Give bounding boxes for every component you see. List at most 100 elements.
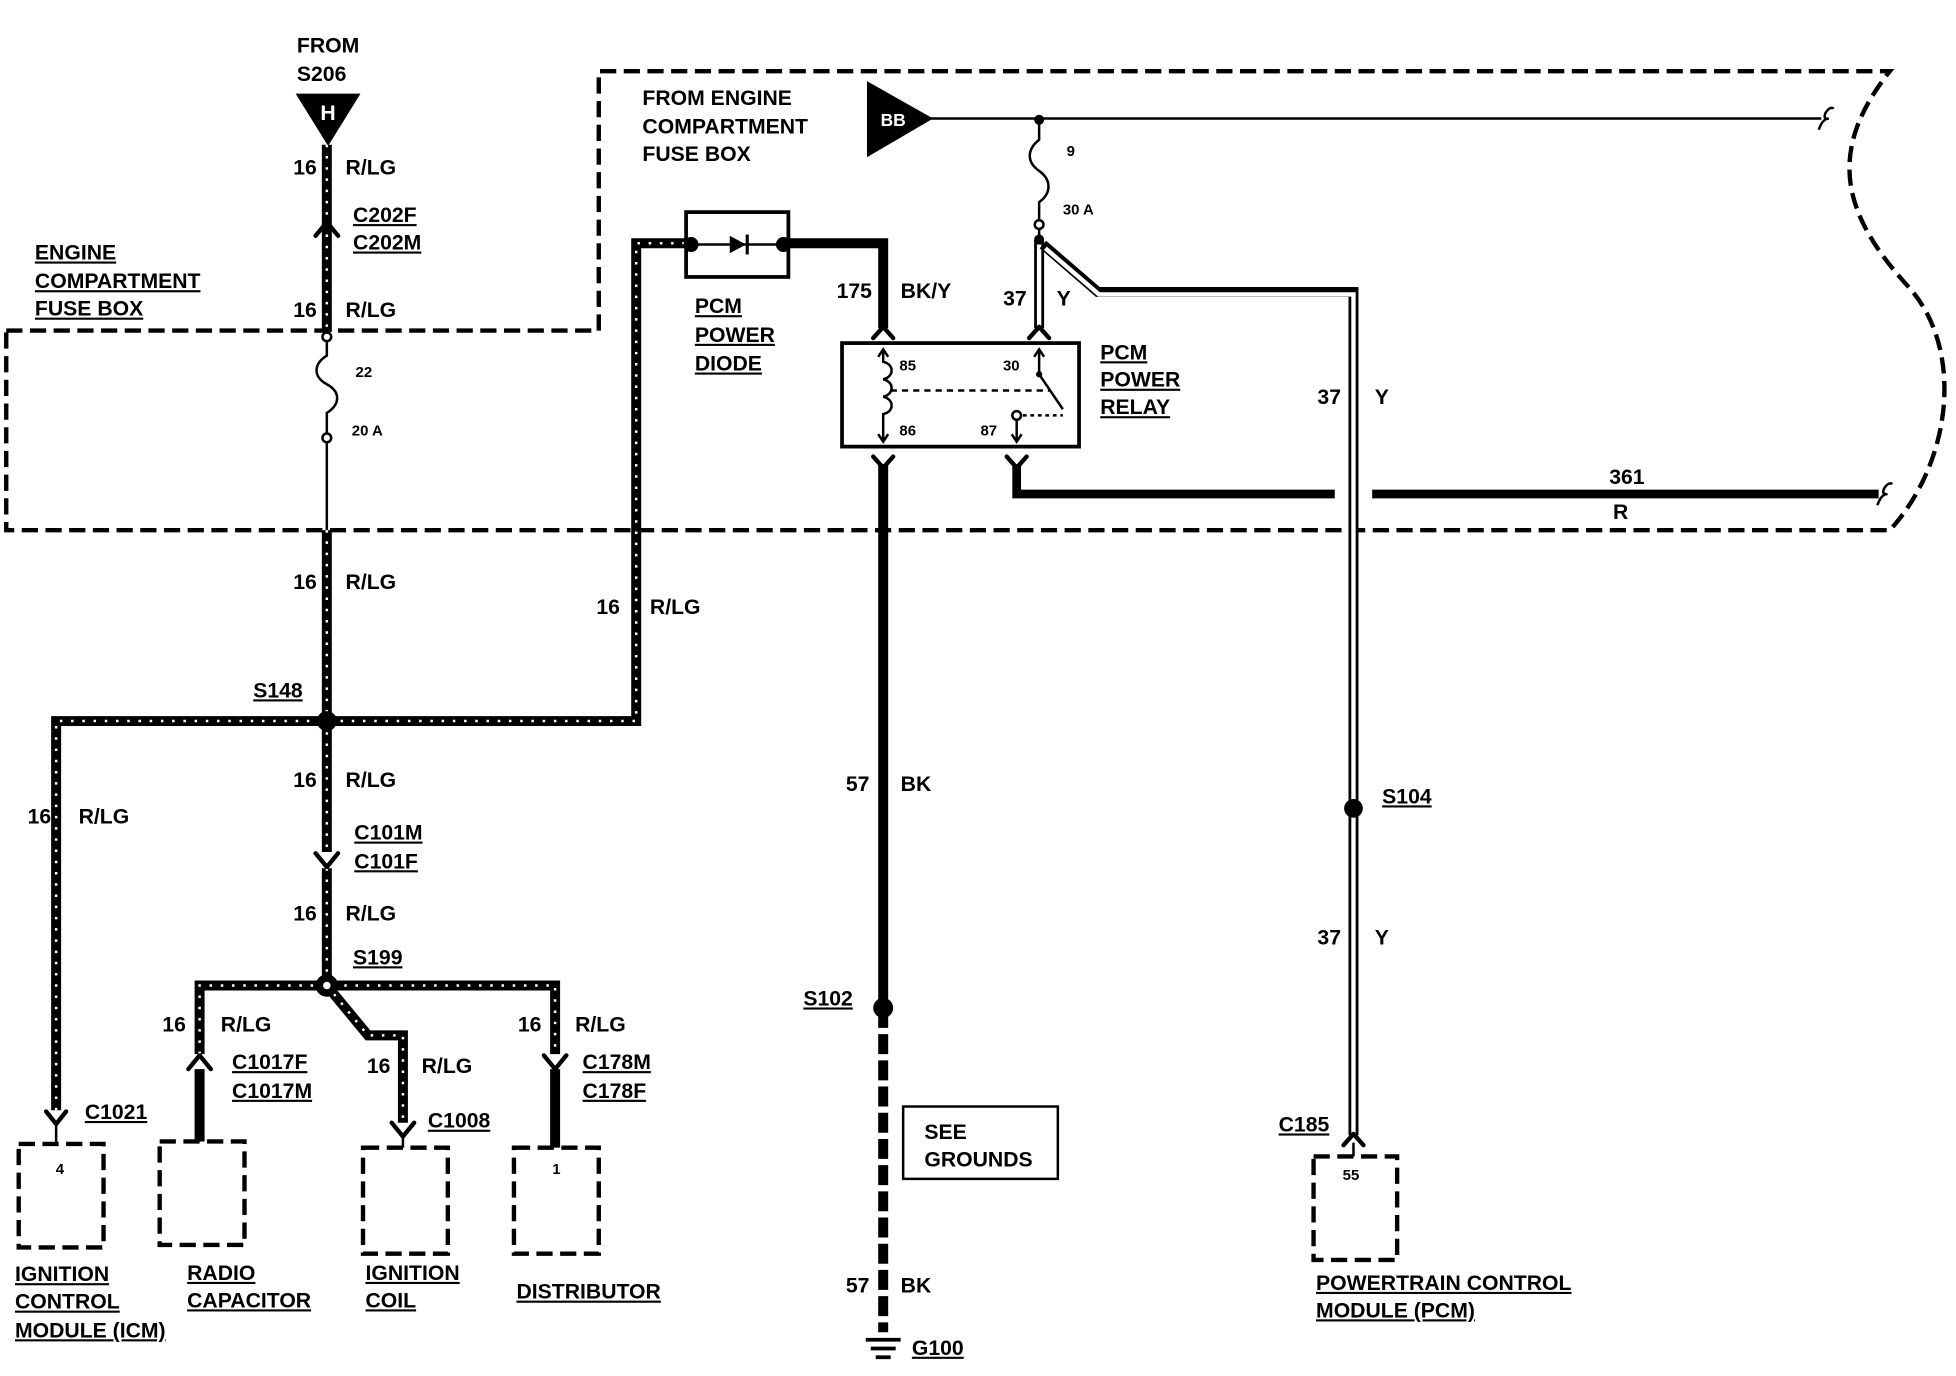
relay-housing — [840, 341, 1081, 449]
component-name-line: RADIO — [187, 1262, 255, 1285]
connector-c1017 — [186, 1053, 214, 1072]
diode-terminal — [683, 237, 699, 253]
wire-color-label: R/LG — [346, 769, 397, 792]
wire-circuit-label: 57 — [846, 1274, 870, 1297]
relay-pin-connector — [1004, 454, 1029, 471]
diode-label-line: POWER — [695, 324, 775, 347]
wire-color-label: R/LG — [221, 1014, 272, 1037]
wires-y — [1034, 239, 1359, 1157]
relay-label-line: POWER — [1100, 369, 1180, 392]
wire-circuit-label: 37 — [1317, 386, 1341, 409]
source-bb: FROM ENGINE COMPARTMENT FUSE BOX BB — [642, 81, 1835, 166]
wire-color-label: R/LG — [575, 1014, 626, 1037]
fuse-box-outline — [4, 68, 1947, 533]
wire-circuit-label: 16 — [518, 1014, 542, 1037]
relay-contact — [1011, 409, 1023, 422]
relay-pin-85: 85 — [899, 358, 916, 375]
connector-label: C202M — [353, 232, 421, 255]
source-h-splice: S206 — [297, 63, 347, 86]
component-name-line: POWERTRAIN CONTROL — [1316, 1272, 1571, 1295]
source-bb-label-line: FUSE BOX — [642, 143, 750, 166]
wire-break — [1876, 482, 1894, 506]
connector-label: C1017M — [232, 1080, 312, 1103]
source-h: FROM S206 H — [295, 34, 361, 146]
splice-dots — [315, 711, 1363, 1018]
fuse-box-label-line: ENGINE — [35, 242, 116, 265]
wire-color-label: R/LG — [346, 571, 397, 594]
source-bb-label-line: FROM ENGINE — [642, 87, 792, 110]
splice-label: S104 — [1382, 785, 1432, 808]
component-name-line: IGNITION — [15, 1263, 109, 1286]
component-radio-capacitor: RADIO CAPACITOR — [157, 1139, 311, 1312]
relay-label-line: RELAY — [1100, 396, 1170, 419]
relay-pin-86: 86 — [899, 422, 916, 439]
wire-color-label: R/LG — [79, 805, 130, 828]
component-icm: 4 IGNITION CONTROL MODULE (ICM) — [15, 1141, 166, 1342]
fuse-9: 9 30 A — [1028, 119, 1094, 245]
component-name-line: DISTRIBUTOR — [516, 1281, 660, 1304]
connector-label: C1017F — [232, 1051, 307, 1074]
relay-label-line: PCM — [1100, 341, 1147, 364]
wire-color-label: BK/Y — [901, 280, 952, 303]
wire-r — [1012, 464, 1335, 499]
wire-labels: 16 R/LG 16 R/LG 16 R/LG 16 R/LG 16 R/LG … — [28, 157, 1645, 1298]
ground-g100: SEE GROUNDS G100 — [865, 1105, 1060, 1360]
component-name-line: MODULE (ICM) — [15, 1319, 166, 1342]
fuse-terminal — [321, 432, 333, 444]
connector-c178 — [541, 1053, 569, 1072]
relay-pin-arrow — [877, 433, 890, 444]
splice-labels: S148 S199 S102 S104 — [253, 679, 1432, 1010]
diode-symbol — [729, 235, 746, 254]
source-h-triangle — [295, 93, 361, 146]
relay-pin-87: 87 — [980, 422, 997, 439]
fuse-number: 22 — [356, 364, 373, 381]
wire-tracer — [198, 984, 557, 1055]
splice-label: S102 — [803, 987, 852, 1010]
wire-circuit-label: 16 — [293, 903, 317, 926]
pcm-power-relay: 85 86 30 87 PCM POWER RELAY — [840, 341, 1180, 449]
wire-color-label: BK — [901, 773, 932, 796]
relay-pin-arrow — [877, 347, 890, 358]
fuse-box-label-line: FUSE BOX — [35, 298, 143, 321]
relay-pin-connector — [1026, 324, 1052, 341]
wire-color-label: R — [1613, 501, 1628, 524]
connector-label: C178F — [583, 1080, 647, 1103]
relay-pin-arrow — [1010, 433, 1023, 444]
wire-color-label: R/LG — [650, 596, 701, 619]
splice-s102 — [873, 997, 894, 1018]
fuse-number: 9 — [1067, 143, 1075, 160]
component-box — [16, 1141, 106, 1250]
wire-color-label: R/LG — [346, 157, 397, 180]
wire-circuit-label: 16 — [162, 1014, 186, 1037]
pcm-power-diode: PCM POWER DIODE — [683, 210, 791, 376]
wire-circuit-label: 16 — [293, 157, 317, 180]
wire-circuit-label: 16 — [596, 596, 620, 619]
component-box — [360, 1145, 451, 1256]
component-pcm: 55 POWERTRAIN CONTROL MODULE (PCM) — [1311, 1154, 1572, 1322]
wire-circuit-label: 175 — [837, 280, 873, 303]
wire-y — [1039, 240, 1359, 1136]
wire-circuit-label: 361 — [1609, 466, 1645, 489]
splice-label: S148 — [253, 679, 303, 702]
splice-s148 — [316, 711, 337, 732]
wire-circuit-label: 16 — [367, 1055, 391, 1078]
wire-color-label: R/LG — [422, 1055, 473, 1078]
connector-c1008 — [389, 1120, 417, 1139]
connector-label: C1021 — [85, 1101, 148, 1124]
connector-label: C202F — [353, 204, 417, 227]
component-name-line: IGNITION — [366, 1262, 460, 1285]
component-name-line: CONTROL — [15, 1291, 120, 1314]
diode-label-line: PCM — [695, 295, 742, 318]
see-grounds-line: SEE — [924, 1121, 966, 1144]
component-box — [157, 1139, 247, 1248]
fuse-rating: 20 A — [352, 422, 383, 439]
connector-c185 — [1341, 1131, 1366, 1148]
source-h-from: FROM — [297, 34, 359, 57]
source-bb-triangle — [866, 81, 934, 158]
wire-color-label: Y — [1375, 926, 1389, 949]
source-h-letter: H — [320, 102, 335, 125]
see-grounds-line: GROUNDS — [924, 1148, 1032, 1171]
ground-symbol — [865, 1337, 901, 1360]
wire-r-361 — [1012, 464, 1894, 506]
wire-circuit-label: 37 — [1317, 926, 1341, 949]
